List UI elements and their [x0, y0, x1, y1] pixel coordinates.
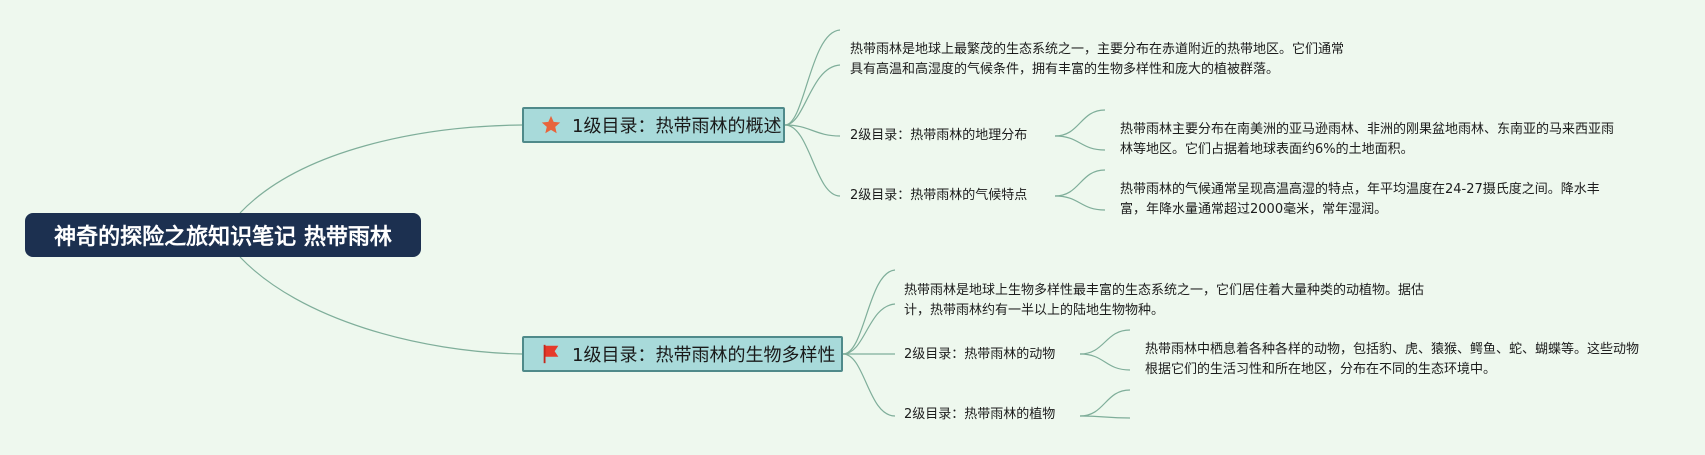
- level1-node-biodiversity[interactable]: 1级目录：热带雨林的生物多样性: [522, 336, 843, 372]
- level2-title: 2级目录：热带雨林的植物: [904, 407, 1056, 422]
- level2-node-plants[interactable]: 2级目录：热带雨林的植物: [904, 405, 1055, 425]
- climate-detail-text: 热带雨林的气候通常呈现高温高湿的特点，年平均温度在24-27摄氏度之间。降水丰富…: [1120, 182, 1600, 217]
- overview-intro-text: 热带雨林是地球上最繁茂的生态系统之一，主要分布在赤道附近的热带地区。它们通常具有…: [850, 42, 1345, 77]
- level2-title: 2级目录：热带雨林的气候特点: [850, 188, 1028, 203]
- root-title: 神奇的探险之旅知识笔记 热带雨林: [54, 225, 392, 250]
- flag-icon: [543, 344, 559, 364]
- level2-title: 2级目录：热带雨林的动物: [904, 347, 1056, 362]
- star-icon: [541, 115, 561, 134]
- level2-node-climate[interactable]: 2级目录：热带雨林的气候特点: [850, 186, 1027, 206]
- level1-title: 1级目录：热带雨林的生物多样性: [572, 345, 836, 366]
- level2-title: 2级目录：热带雨林的地理分布: [850, 128, 1028, 143]
- level1-node-overview[interactable]: 1级目录：热带雨林的概述: [522, 107, 785, 143]
- root-node[interactable]: 神奇的探险之旅知识笔记 热带雨林: [25, 213, 421, 257]
- animals-detail-text: 热带雨林中栖息着各种各样的动物，包括豹、虎、猿猴、鳄鱼、蛇、蝴蝶等。这些动物根据…: [1145, 342, 1640, 377]
- level1-title: 1级目录：热带雨林的概述: [572, 116, 782, 137]
- level2-node-animals[interactable]: 2级目录：热带雨林的动物: [904, 345, 1055, 365]
- biodiversity-intro-text: 热带雨林是地球上生物多样性最丰富的生态系统之一，它们居住着大量种类的动植物。据估…: [904, 283, 1425, 318]
- level2-node-geography[interactable]: 2级目录：热带雨林的地理分布: [850, 126, 1027, 146]
- geography-detail-text: 热带雨林主要分布在南美洲的亚马逊雨林、非洲的刚果盆地雨林、东南亚的马来西亚雨林等…: [1120, 122, 1615, 157]
